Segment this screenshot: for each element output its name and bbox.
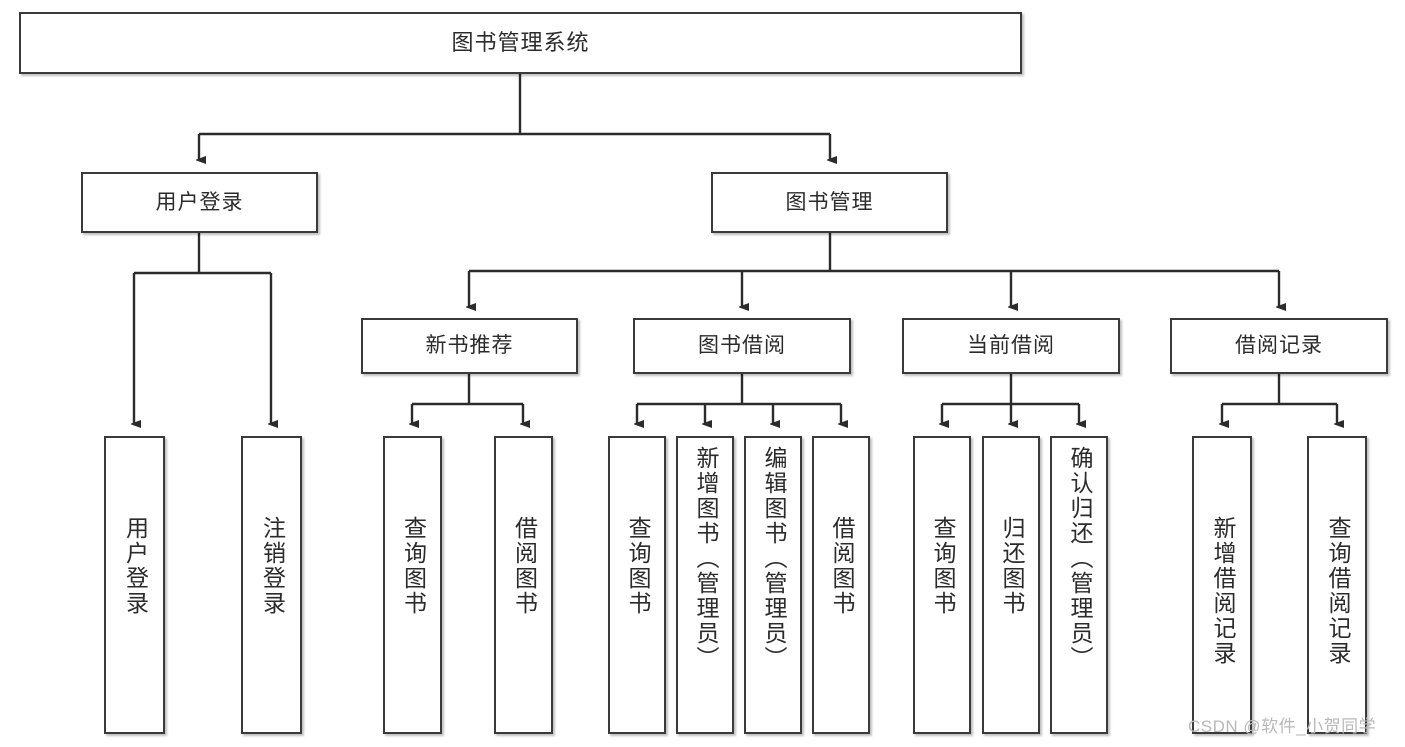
- node-label: 新书推荐: [425, 334, 514, 358]
- leaf-current-confirm-return-admin[interactable]: 确认归还（管理员）: [1050, 436, 1108, 734]
- leaf-record-query-record[interactable]: 查询借阅记录: [1307, 436, 1367, 734]
- csdn-watermark: CSDN @软件_小贺同学: [1188, 717, 1377, 736]
- node-label: 当前借阅: [967, 334, 1055, 358]
- leaf-user-login-login[interactable]: 用户登录: [104, 436, 165, 734]
- node-label: 查询图书: [624, 516, 651, 616]
- leaf-record-add-record[interactable]: 新增借阅记录: [1192, 436, 1252, 734]
- node-book-management[interactable]: 图书管理: [711, 172, 948, 233]
- node-root-book-management-system[interactable]: 图书管理系统: [19, 12, 1022, 74]
- node-new-book-recommend[interactable]: 新书推荐: [361, 318, 578, 374]
- node-user-login[interactable]: 用户登录: [81, 172, 318, 233]
- node-label: 图书借阅: [698, 334, 786, 358]
- node-label: 新增图书（管理员）: [692, 446, 719, 671]
- leaf-new-book-borrow-book[interactable]: 借阅图书: [494, 436, 553, 734]
- node-label: 新增借阅记录: [1209, 516, 1236, 666]
- node-label: 借阅图书: [511, 516, 538, 616]
- node-label: 注销登录: [259, 516, 286, 616]
- node-label: 用户登录: [155, 190, 244, 214]
- leaf-borrow-edit-book-admin[interactable]: 编辑图书（管理员）: [744, 436, 802, 734]
- node-label: 确认归还（管理员）: [1066, 446, 1093, 671]
- leaf-user-login-logout[interactable]: 注销登录: [241, 436, 302, 734]
- node-borrow-record[interactable]: 借阅记录: [1170, 318, 1388, 374]
- node-label: 编辑图书（管理员）: [760, 446, 787, 671]
- node-label: 用户登录: [122, 516, 149, 616]
- leaf-current-return-book[interactable]: 归还图书: [982, 436, 1040, 734]
- leaf-current-query-book[interactable]: 查询图书: [913, 436, 971, 734]
- leaf-borrow-borrow-book[interactable]: 借阅图书: [812, 436, 870, 734]
- node-label: 查询借阅记录: [1324, 516, 1351, 666]
- node-book-borrow[interactable]: 图书借阅: [633, 318, 851, 374]
- node-label: 图书管理系统: [451, 29, 590, 55]
- node-label: 借阅图书: [828, 516, 855, 616]
- node-current-borrow[interactable]: 当前借阅: [902, 318, 1120, 374]
- node-label: 查询图书: [400, 516, 427, 616]
- node-label: 借阅记录: [1235, 334, 1323, 358]
- leaf-new-book-query-book[interactable]: 查询图书: [383, 436, 442, 734]
- leaf-borrow-add-book-admin[interactable]: 新增图书（管理员）: [676, 436, 734, 734]
- node-label: 查询图书: [929, 516, 956, 616]
- node-label: 图书管理: [785, 190, 874, 214]
- leaf-borrow-query-book[interactable]: 查询图书: [608, 436, 666, 734]
- node-label: 归还图书: [998, 516, 1025, 616]
